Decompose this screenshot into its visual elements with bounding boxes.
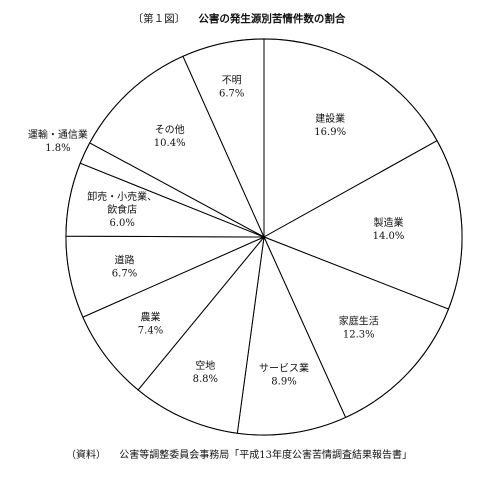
chart-title: 〔第１図〕 公害の発生源別苦情件数の割合 [0, 11, 478, 26]
slice-label: 卸売・小売業、飲食店 6.0% [87, 190, 157, 229]
slice-value-label: 1.8% [45, 143, 70, 154]
slice-category-label: 農業 [141, 311, 161, 324]
slice-label: 製造業 14.0% [373, 216, 405, 242]
figure-title: 公害の発生源別苦情件数の割合 [198, 13, 346, 25]
slice-category-label: 卸売・小売業、 [87, 190, 157, 203]
slice-value-label: 14.0% [373, 231, 405, 242]
slice-category-label: 空地 [195, 359, 215, 372]
slice-value-label: 8.8% [193, 374, 218, 385]
slice-label: 家庭生活 12.3% [339, 315, 379, 341]
pie-slice [137, 235, 265, 434]
slice-value-label: 16.9% [314, 127, 346, 138]
slice-value-label: 12.3% [343, 330, 375, 341]
slice-category-label: 運輸・通信業 [28, 128, 88, 141]
slice-category-label: 建設業 [315, 112, 345, 125]
slice-category-label: その他 [155, 123, 185, 136]
slice-label: 道路 6.7% [112, 254, 137, 280]
slice-value-label: 6.0% [109, 218, 134, 229]
slice-category-label: 道路 [115, 254, 135, 267]
slice-label: 不明 6.7% [219, 75, 244, 100]
pie-slice [236, 235, 347, 436]
slice-label: その他 10.4% [154, 123, 186, 149]
slice-value-label: 8.9% [271, 377, 296, 388]
slice-category-label: 製造業 [374, 216, 404, 229]
slice-value-label: 6.7% [112, 269, 137, 280]
slice-value-label: 6.7% [219, 89, 244, 100]
slice-category-label: 家庭生活 [339, 315, 379, 328]
source-note: （資料） 公害等調整委員会事務局「平成13年度公害苦情調査結果報告書」 [0, 446, 478, 461]
slice-label: 建設業 16.9% [314, 112, 346, 138]
figure-number: 〔第１図〕 [132, 13, 186, 25]
slice-label: 空地 8.8% [193, 359, 218, 385]
pie-slice [263, 38, 438, 238]
slice-category-label: 飲食店 [107, 203, 137, 216]
source-text: 公害等調整委員会事務局「平成13年度公害苦情調査結果報告書」 [119, 450, 412, 461]
slice-label: 運輸・通信業 1.8% [28, 128, 88, 154]
pie-slice [89, 55, 266, 239]
slice-label: サービス業 8.9% [259, 362, 309, 388]
slice-value-label: 10.4% [154, 138, 186, 149]
pie-slice [263, 236, 450, 419]
pie-slice [262, 140, 463, 310]
slice-label: 農業 7.4% [138, 311, 163, 337]
slice-value-label: 7.4% [138, 326, 163, 337]
source-label: （資料） [66, 450, 107, 461]
slice-category-label: 不明 [222, 75, 242, 87]
slice-category-label: サービス業 [259, 362, 309, 375]
pie-slice [182, 38, 265, 238]
